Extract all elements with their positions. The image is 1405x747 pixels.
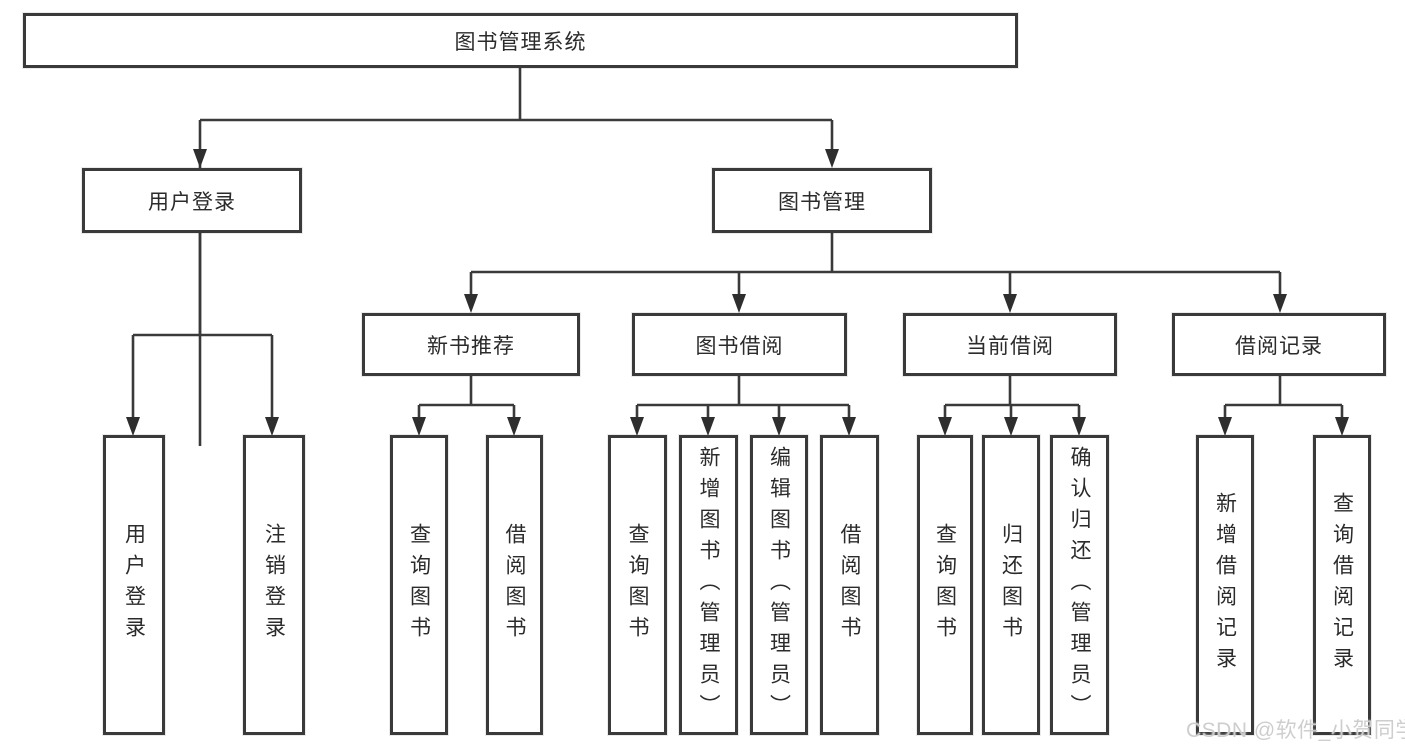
connector-records-branch bbox=[1218, 376, 1349, 436]
leaf-user-login-label: 用户登录 bbox=[122, 523, 146, 647]
node-new-book-recommend-label: 新书推荐 bbox=[427, 334, 515, 358]
leaf-records-add-record: 新增借阅记录 bbox=[1196, 435, 1254, 735]
node-root-system-label: 图书管理系统 bbox=[454, 30, 587, 54]
leaf-records-add-record-label: 新增借阅记录 bbox=[1213, 492, 1237, 678]
node-borrowing-records: 借阅记录 bbox=[1172, 313, 1386, 376]
connector-current-branch bbox=[938, 376, 1086, 436]
node-book-management: 图书管理 bbox=[712, 168, 932, 233]
leaf-current-query-books: 查询图书 bbox=[917, 435, 973, 735]
leaf-borrowing-add-books-admin: 新增图书（管理员） bbox=[679, 435, 738, 735]
connector-root-branch bbox=[193, 68, 839, 446]
connector-recommend-branch bbox=[412, 376, 521, 436]
node-user-login: 用户登录 bbox=[82, 168, 302, 233]
node-root-system: 图书管理系统 bbox=[23, 13, 1018, 68]
leaf-borrowing-borrow-books: 借阅图书 bbox=[820, 435, 879, 735]
leaf-borrowing-query-books-label: 查询图书 bbox=[626, 523, 649, 647]
leaf-recommend-borrow-books-label: 借阅图书 bbox=[503, 523, 526, 647]
node-new-book-recommend: 新书推荐 bbox=[362, 313, 580, 376]
connector-user-branch bbox=[126, 233, 279, 436]
leaf-recommend-borrow-books: 借阅图书 bbox=[486, 435, 543, 735]
leaf-logout-label: 注销登录 bbox=[262, 523, 286, 647]
leaf-recommend-query-books: 查询图书 bbox=[390, 435, 448, 735]
leaf-current-return-books-label: 归还图书 bbox=[999, 523, 1023, 647]
leaf-borrowing-edit-books-admin-label: 编辑图书（管理员） bbox=[767, 445, 791, 725]
leaf-recommend-query-books-label: 查询图书 bbox=[407, 523, 431, 647]
leaf-logout: 注销登录 bbox=[243, 435, 305, 735]
connector-borrowing-branch bbox=[630, 376, 856, 436]
leaf-borrowing-borrow-books-label: 借阅图书 bbox=[838, 523, 861, 647]
node-current-borrowing: 当前借阅 bbox=[903, 313, 1117, 376]
leaf-current-confirm-return-admin-label: 确认归还（管理员） bbox=[1068, 445, 1091, 725]
connector-book-branch bbox=[464, 233, 1287, 313]
leaf-user-login: 用户登录 bbox=[103, 435, 165, 735]
node-book-management-label: 图书管理 bbox=[778, 190, 866, 214]
leaf-records-query-record-label: 查询借阅记录 bbox=[1330, 492, 1354, 678]
leaf-current-confirm-return-admin: 确认归还（管理员） bbox=[1050, 435, 1109, 735]
leaf-borrowing-query-books: 查询图书 bbox=[608, 435, 667, 735]
node-book-borrowing-label: 图书借阅 bbox=[695, 334, 784, 358]
node-user-login-label: 用户登录 bbox=[148, 190, 236, 214]
csdn-watermark: CSDN @软件_小贺同学 bbox=[1186, 719, 1405, 742]
leaf-records-query-record: 查询借阅记录 bbox=[1313, 435, 1371, 735]
leaf-borrowing-edit-books-admin: 编辑图书（管理员） bbox=[750, 435, 808, 735]
node-borrowing-records-label: 借阅记录 bbox=[1235, 334, 1323, 358]
node-current-borrowing-label: 当前借阅 bbox=[966, 334, 1054, 358]
leaf-current-query-books-label: 查询图书 bbox=[933, 523, 957, 647]
node-book-borrowing: 图书借阅 bbox=[632, 313, 847, 376]
leaf-current-return-books: 归还图书 bbox=[982, 435, 1040, 735]
leaf-borrowing-add-books-admin-label: 新增图书（管理员） bbox=[697, 445, 720, 725]
